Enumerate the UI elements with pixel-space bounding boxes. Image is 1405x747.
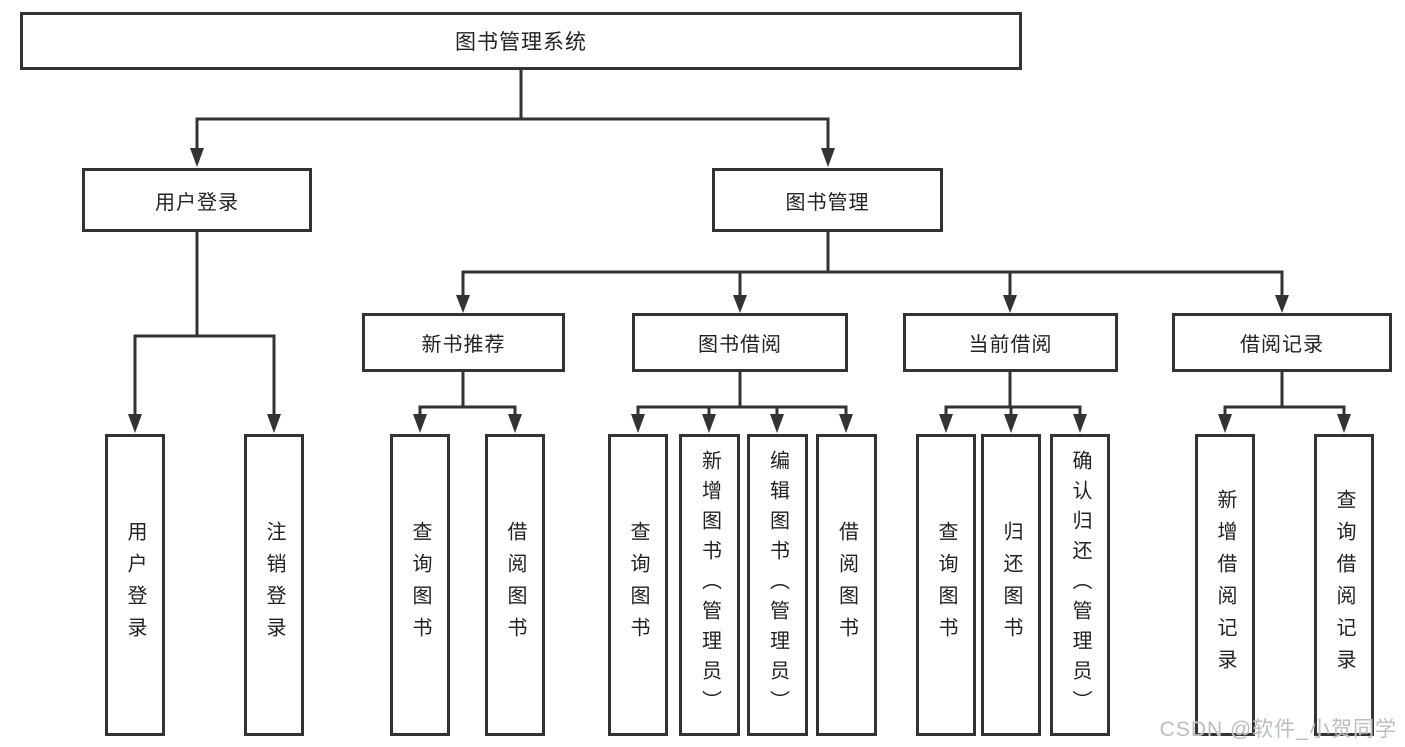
node-user-login: 用户登录 (82, 168, 312, 232)
leaf-query-borrow-record: 查询借阅记录 (1314, 434, 1374, 736)
leaf-confirm-return-admin: 确认归还（管理员） (1050, 434, 1110, 736)
leaf-add-borrow-record: 新增借阅记录 (1195, 434, 1255, 736)
node-label: 查询图书 (935, 521, 957, 649)
leaf-query-books-current: 查询图书 (916, 434, 976, 736)
node-label: 新增图书（管理员） (698, 450, 721, 720)
node-library-management-system: 图书管理系统 (20, 12, 1022, 70)
connector-new-book-recommend-children (413, 370, 522, 433)
connector-user-login-children (128, 230, 281, 433)
node-label: 新增借阅记录 (1214, 489, 1236, 681)
node-label: 图书借阅 (698, 334, 782, 356)
connector-book-management-children (456, 230, 1289, 313)
node-label: 注销登录 (263, 521, 285, 649)
node-book-management: 图书管理 (712, 168, 943, 232)
node-label: 归还图书 (1000, 521, 1022, 649)
node-label: 用户登录 (124, 521, 146, 649)
node-label: 图书管理系统 (455, 31, 587, 54)
node-label: 借阅图书 (835, 521, 858, 649)
node-new-book-recommend: 新书推荐 (362, 313, 565, 372)
node-label: 查询借阅记录 (1333, 489, 1355, 681)
leaf-return-books: 归还图书 (981, 434, 1041, 736)
node-label: 借阅记录 (1240, 334, 1324, 356)
leaf-query-books-recommend: 查询图书 (390, 434, 450, 736)
connector-root-to-level2 (190, 68, 835, 167)
csdn-watermark: CSDN @软件_小贺同学 (1159, 718, 1397, 741)
node-label: 确认归还（管理员） (1069, 450, 1091, 720)
node-book-borrow: 图书借阅 (632, 313, 848, 372)
leaf-edit-books-admin: 编辑图书（管理员） (747, 434, 808, 736)
leaf-borrow-books-recommend: 借阅图书 (485, 434, 545, 736)
connector-book-borrow-children (631, 370, 853, 433)
leaf-logout: 注销登录 (244, 434, 304, 736)
node-label: 当前借阅 (968, 334, 1053, 356)
connector-current-borrow-children (939, 370, 1087, 433)
leaf-query-books-borrow: 查询图书 (608, 434, 668, 736)
node-label: 用户登录 (155, 191, 239, 214)
node-label: 新书推荐 (421, 334, 506, 356)
leaf-add-books-admin: 新增图书（管理员） (679, 434, 740, 736)
connector-borrow-records-children (1218, 370, 1351, 433)
node-borrow-records: 借阅记录 (1172, 313, 1392, 372)
node-label: 图书管理 (785, 191, 870, 214)
node-label: 查询图书 (627, 521, 649, 649)
leaf-borrow-books: 借阅图书 (816, 434, 877, 736)
node-label: 查询图书 (409, 521, 431, 649)
node-label: 编辑图书（管理员） (766, 450, 789, 720)
node-label: 借阅图书 (504, 521, 526, 649)
leaf-user-login: 用户登录 (105, 434, 165, 736)
node-current-borrow: 当前借阅 (903, 313, 1118, 372)
